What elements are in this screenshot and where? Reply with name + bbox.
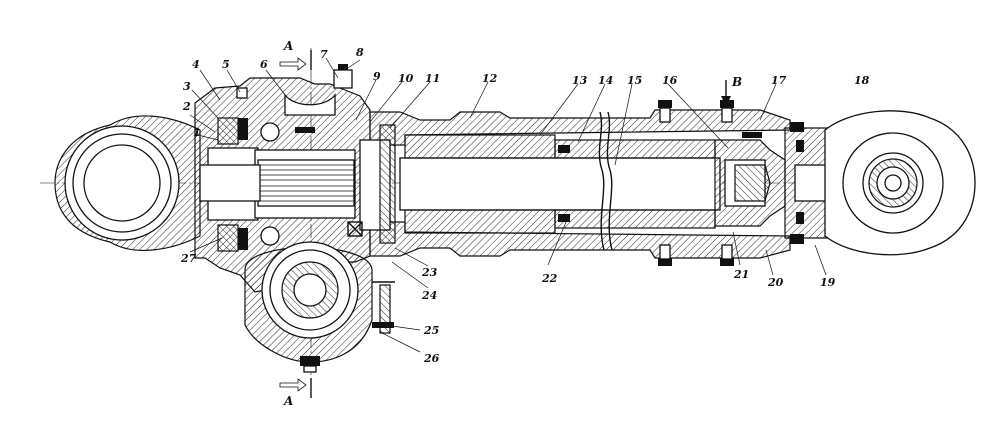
- callout-18: 18: [854, 74, 870, 87]
- callout-20: 20: [767, 276, 784, 289]
- callout-14: 14: [598, 74, 613, 87]
- cylinder-barrel: [347, 109, 791, 259]
- callout-10: 10: [398, 72, 414, 85]
- callout-25: 25: [423, 324, 439, 337]
- callout-12: 12: [482, 72, 498, 85]
- view-label: B: [731, 75, 742, 89]
- piston-rod: [399, 111, 721, 251]
- lower-trunnion: [244, 241, 395, 373]
- callout-1: 1: [193, 126, 201, 139]
- callout-8: 8: [356, 46, 364, 59]
- section-label-bottom: A: [283, 394, 293, 408]
- view-marker: B: [721, 75, 742, 106]
- spline-shaft: [257, 159, 355, 207]
- callout-24: 24: [421, 289, 437, 302]
- section-marker-top: A: [279, 39, 312, 71]
- callout-7: 7: [320, 48, 328, 61]
- callout-13: 13: [572, 74, 588, 87]
- callout-21: 21: [733, 268, 749, 281]
- callout-16: 16: [662, 74, 678, 87]
- section-label-top: A: [283, 39, 293, 53]
- callout-22: 22: [541, 272, 558, 285]
- callout-19: 19: [820, 276, 836, 289]
- callout-17: 17: [771, 74, 787, 87]
- callout-15: 15: [627, 74, 642, 87]
- callout-5: 5: [222, 58, 230, 71]
- callout-6: 6: [260, 58, 268, 71]
- callout-2: 2: [182, 100, 191, 113]
- section-marker-bottom: A: [279, 378, 312, 408]
- callout-3: 3: [183, 80, 191, 93]
- gear-housing: [194, 64, 371, 293]
- callout-26: 26: [423, 352, 440, 365]
- callout-27: 27: [180, 252, 197, 265]
- callout-4: 4: [192, 58, 200, 71]
- leader-lines: [189, 57, 827, 353]
- right-eye: [824, 110, 976, 256]
- callout-11: 11: [425, 72, 440, 85]
- callout-labels: 1 2 3 4 5 6 7 8 9 10 11 12 13 14 15 16 1…: [180, 46, 870, 365]
- left-eye: [54, 115, 201, 251]
- piston: [714, 132, 786, 227]
- callout-9: 9: [373, 70, 381, 83]
- callout-23: 23: [421, 266, 438, 279]
